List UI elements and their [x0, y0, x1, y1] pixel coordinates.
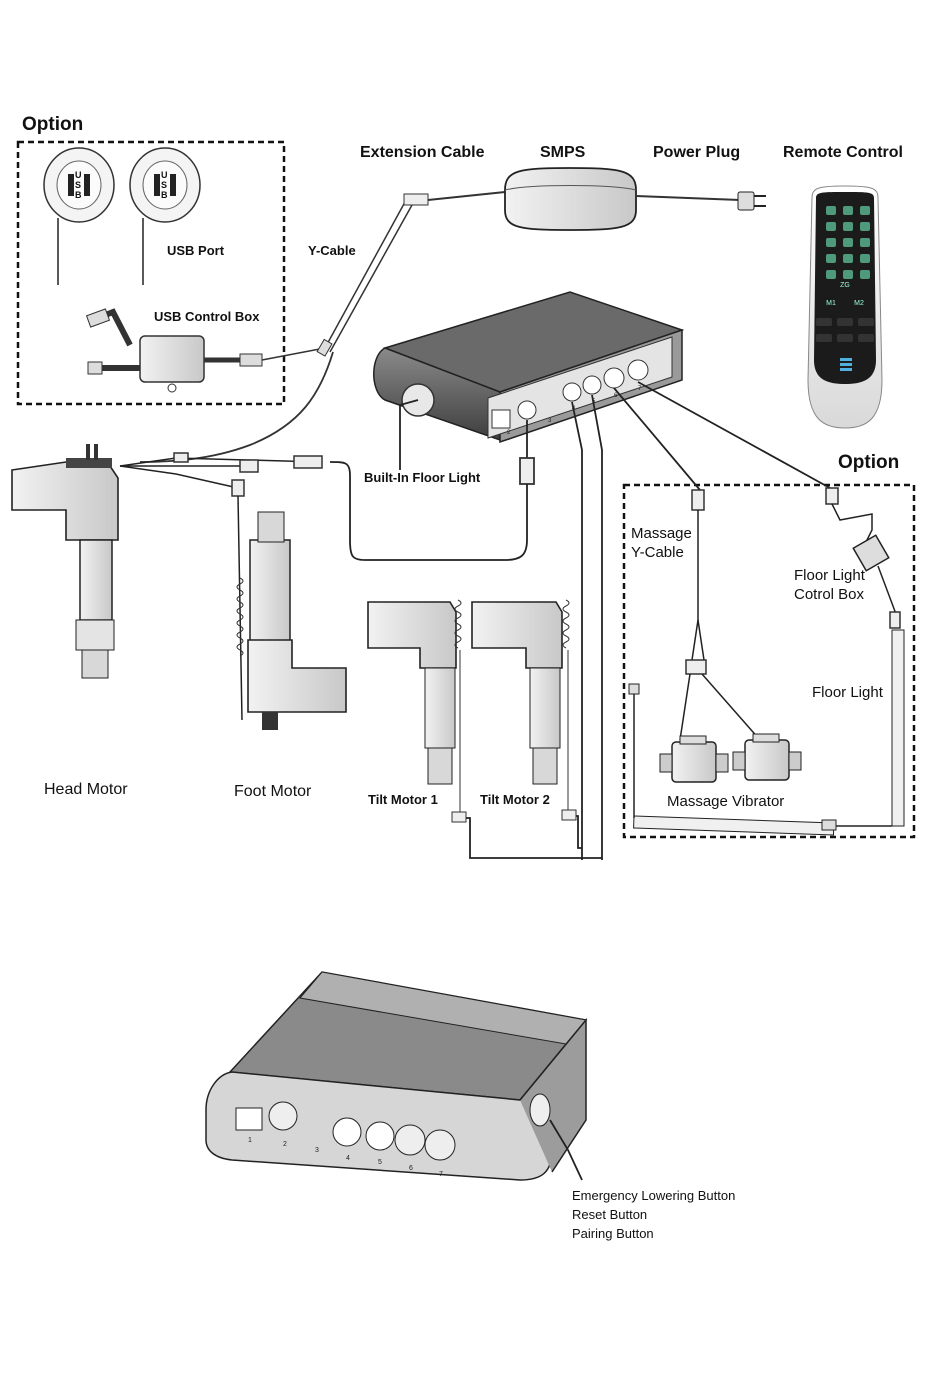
port-number: 6 — [614, 393, 618, 399]
remote-key — [843, 270, 853, 279]
usb-letter: U — [161, 170, 168, 180]
remote-control-label: Remote Control — [783, 144, 903, 161]
massage-vibrator-2 — [732, 733, 802, 781]
tilt-motor-1 — [367, 599, 602, 859]
usb-control-box-label: USB Control Box — [154, 309, 260, 324]
port-number: 2 — [283, 1141, 287, 1148]
massage-vibrator-label: Massage Vibrator — [667, 793, 785, 810]
smps — [504, 167, 741, 231]
remote-key — [816, 318, 832, 326]
massage-y-cable — [679, 489, 761, 741]
floor-light-control-box-label-line2: Cotrol Box — [794, 586, 865, 603]
remote-key — [843, 206, 853, 215]
tilt-motor-2-label: Tilt Motor 2 — [480, 792, 550, 807]
tilt-motor-2 — [471, 599, 582, 849]
remote-key — [860, 206, 870, 215]
remote-key — [816, 334, 832, 342]
remote-key — [860, 222, 870, 231]
remote-key — [826, 206, 836, 215]
remote-key — [860, 238, 870, 247]
remote-key — [837, 334, 853, 342]
port-number: 7 — [638, 386, 642, 392]
remote-key — [843, 222, 853, 231]
option-label-right: Option — [838, 452, 900, 473]
usb-letter: S — [161, 180, 168, 190]
usb-letter: S — [75, 180, 82, 190]
usb-letters-1: U S B — [75, 170, 82, 200]
floor-light-strip — [628, 629, 905, 836]
remote-key-zg: ZG — [840, 282, 850, 289]
usb-port-2 — [129, 147, 201, 285]
head-motor-label: Head Motor — [44, 781, 128, 798]
remote-key — [860, 254, 870, 263]
button-list: Emergency Lowering Button Reset Button P… — [572, 1186, 735, 1243]
remote-key — [837, 318, 853, 326]
option-label-left: Option — [22, 114, 84, 135]
extension-cable-label: Extension Cable — [360, 144, 485, 161]
tilt-motor-1-label: Tilt Motor 1 — [368, 792, 438, 807]
remote-key — [843, 238, 853, 247]
port-number: 3 — [315, 1147, 319, 1154]
remote-key-m1: M1 — [826, 300, 836, 307]
usb-letters-2: U S B — [161, 170, 168, 200]
remote-key — [826, 222, 836, 231]
remote-control: ZG M1 M2 — [807, 185, 883, 429]
port-number: 6 — [409, 1165, 413, 1172]
power-plug — [737, 191, 766, 211]
head-motor — [11, 444, 119, 679]
port-number: 2 — [507, 430, 511, 436]
port-number: 1 — [248, 1137, 252, 1144]
massage-y-cable-label-line2: Y-Cable — [631, 544, 684, 561]
port-number: 5 — [378, 1159, 382, 1166]
remote-key-m2: M2 — [854, 300, 864, 307]
massage-y-cable-label: Massage Y-Cable — [631, 524, 692, 562]
massage-y-cable-label-line1: Massage — [631, 525, 692, 542]
port-number: 4 — [346, 1155, 350, 1162]
massage-vibrator-1 — [659, 735, 729, 783]
remote-key — [858, 334, 874, 342]
floor-light-control-box — [825, 487, 901, 629]
reset-button-label: Reset Button — [572, 1207, 648, 1222]
remote-key — [826, 238, 836, 247]
foot-motor-label: Foot Motor — [234, 783, 312, 800]
emergency-lowering-button-label: Emergency Lowering Button — [572, 1188, 736, 1203]
usb-port-1 — [43, 147, 115, 285]
built-in-floor-light-label: Built-In Floor Light — [364, 470, 481, 485]
floor-light-control-box-label-line1: Floor Light — [794, 567, 865, 584]
floor-light-control-box-label: Floor Light Cotrol Box — [794, 566, 865, 604]
remote-key — [860, 270, 870, 279]
remote-key — [843, 254, 853, 263]
power-plug-label: Power Plug — [653, 144, 741, 161]
control-box-bottom: 1 2 3 4 5 6 7 — [205, 971, 588, 1181]
remote-key — [826, 254, 836, 263]
port-number: 3 — [548, 418, 552, 424]
option-frame-right — [622, 483, 916, 839]
usb-control-box — [85, 308, 326, 393]
option-frame-left — [16, 140, 286, 406]
y-cable — [139, 201, 413, 463]
extension-cable — [403, 191, 506, 206]
usb-letter: B — [161, 190, 168, 200]
usb-letter: B — [75, 190, 82, 200]
foot-motor — [236, 511, 347, 730]
remote-key — [858, 318, 874, 326]
y-cable-label: Y-Cable — [308, 243, 356, 258]
usb-port-label: USB Port — [167, 243, 225, 258]
remote-key — [826, 270, 836, 279]
port-number: 7 — [439, 1171, 443, 1178]
pairing-button-label: Pairing Button — [572, 1226, 654, 1241]
control-box-cables — [329, 381, 831, 860]
motor-harness — [119, 452, 323, 721]
floor-light-label: Floor Light — [812, 684, 883, 701]
smps-label: SMPS — [540, 144, 586, 161]
usb-letter: U — [75, 170, 82, 180]
